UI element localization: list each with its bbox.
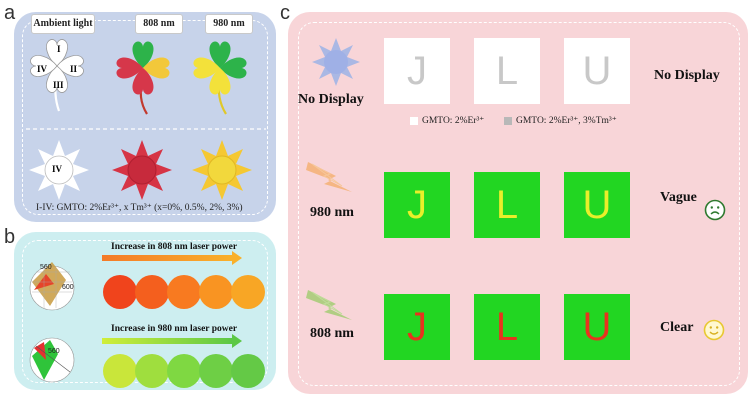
legend-white-swatch	[410, 117, 418, 125]
panel-a-caption: I-IV: GMTO: 2%Er³⁺, x Tm³⁺ (x=0%, 0.5%, …	[36, 203, 243, 213]
panel-b-label: b	[4, 226, 16, 248]
letter-box-u-ambient: U	[564, 38, 630, 104]
petal-label-I: I	[57, 44, 61, 54]
row3-left-label: 808 nm	[310, 326, 354, 341]
inset-top-tick-600: 600	[62, 284, 74, 291]
frown-face-icon	[704, 199, 726, 221]
letter-box-l-808: L	[474, 294, 540, 360]
legend-white-label: GMTO: 2%Er³⁺	[422, 116, 485, 126]
panel-c-graphics	[306, 38, 726, 341]
row1-right-label: No Display	[654, 68, 720, 83]
row3-right-label: Clear	[660, 320, 694, 335]
sun-980	[192, 140, 252, 200]
row-808-circles	[103, 275, 265, 309]
clover-980	[193, 41, 247, 115]
panel-b-graphics	[29, 251, 265, 388]
panel-a-label: a	[4, 2, 16, 24]
letter-box-l-980: L	[474, 172, 540, 238]
circle-808-2	[135, 275, 169, 309]
panel-c-label: c	[280, 2, 290, 24]
arrow-808-label: Increase in 808 nm laser power	[111, 242, 238, 252]
lightning-808-icon	[306, 290, 352, 320]
letter-box-j-ambient: J	[384, 38, 450, 104]
row2-right-label: Vague	[660, 190, 697, 205]
letter-box-u-808: U	[564, 294, 630, 360]
panel-a-graphics	[26, 39, 266, 200]
row-980-circles	[103, 354, 265, 388]
panel-c-border	[298, 22, 740, 386]
ambient-sun-icon	[312, 38, 360, 86]
circle-808-5	[231, 275, 265, 309]
inset-bottom-tick-560: 560	[48, 348, 60, 355]
inset-808	[29, 262, 75, 311]
letter-box-l-ambient: L	[474, 38, 540, 104]
smile-face-icon	[703, 319, 725, 341]
sun-808	[112, 140, 172, 200]
arrow-808	[102, 251, 242, 265]
inset-top-tick-560: 560	[40, 264, 52, 271]
circle-980-3	[167, 354, 201, 388]
clover-808	[116, 41, 170, 115]
legend-gray-label: GMTO: 2%Er³⁺, 3%Tm³⁺	[516, 116, 617, 126]
sun-label-IV: IV	[52, 164, 63, 174]
circle-980-1	[103, 354, 137, 388]
circle-808-1	[103, 275, 137, 309]
letter-box-j-808: J	[384, 294, 450, 360]
legend-gray-swatch	[504, 117, 512, 125]
header-ambient-light: Ambient light	[31, 14, 95, 34]
sun-ambient	[29, 140, 89, 200]
lightning-980-icon	[306, 162, 352, 192]
inset-980	[29, 337, 75, 383]
letter-box-j-980: J	[384, 172, 450, 238]
arrow-980	[102, 334, 242, 348]
petal-label-IV: IV	[37, 64, 48, 74]
arrow-980-label: Increase in 980 nm laser power	[111, 324, 238, 334]
petal-label-II: II	[70, 64, 78, 74]
circle-808-3	[167, 275, 201, 309]
header-980nm: 980 nm	[205, 14, 253, 34]
letter-box-u-980: U	[564, 172, 630, 238]
circle-980-5	[231, 354, 265, 388]
clover-ambient	[30, 39, 84, 112]
row2-left-label: 980 nm	[310, 205, 354, 220]
petal-label-III: III	[53, 80, 64, 90]
header-808nm: 808 nm	[135, 14, 183, 34]
row1-left-label: No Display	[298, 92, 364, 107]
circle-980-4	[199, 354, 233, 388]
circle-980-2	[135, 354, 169, 388]
circle-808-4	[199, 275, 233, 309]
